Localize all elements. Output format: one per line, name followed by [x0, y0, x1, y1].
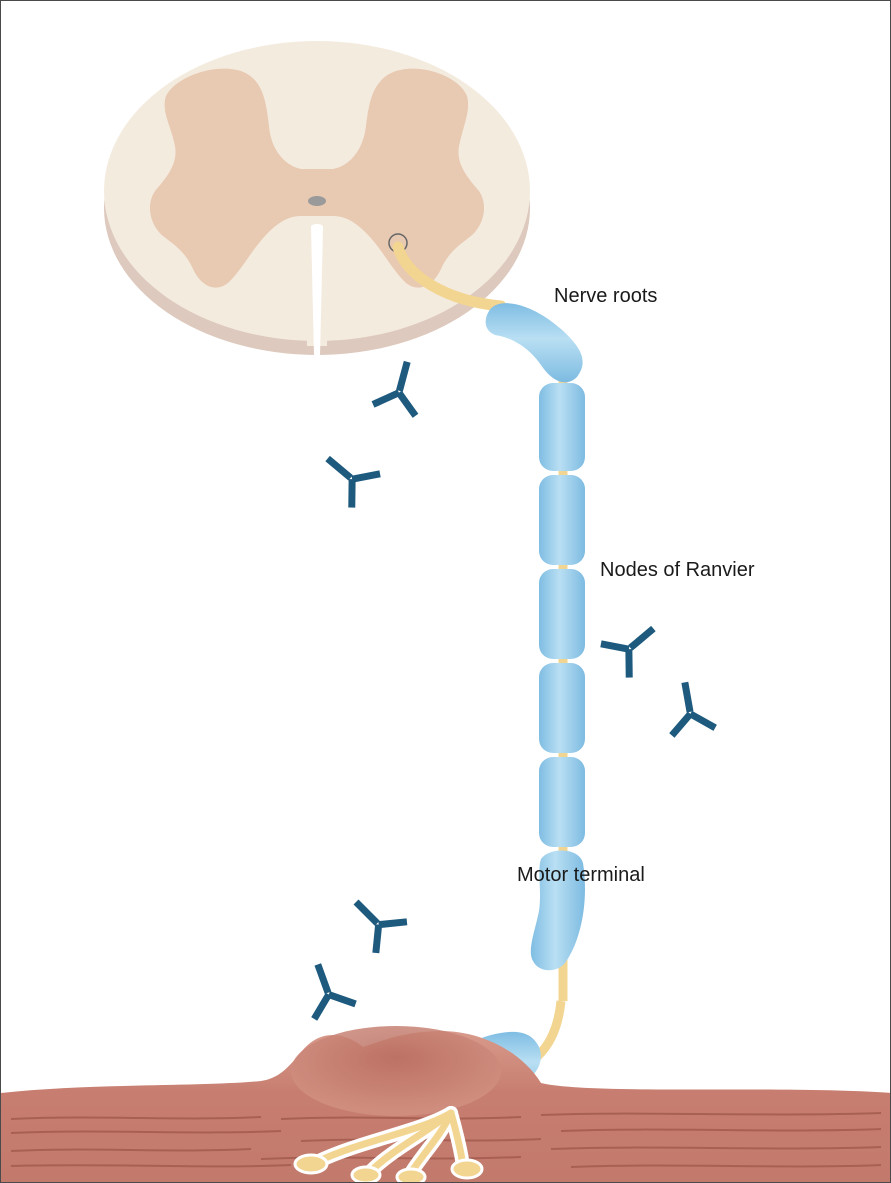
antibody-icon	[601, 612, 668, 678]
antibodies	[297, 356, 715, 1019]
antibody-icon	[373, 356, 428, 416]
antibody-icon	[340, 886, 406, 952]
nodes-of-ranvier-label: Nodes of Ranvier	[600, 559, 755, 582]
antibody-icon	[297, 957, 355, 1019]
spinal-cord-cross-section	[104, 41, 530, 356]
antibody-icon	[663, 679, 715, 736]
axon	[398, 247, 563, 1151]
muscle-fiber	[1, 1026, 891, 1183]
nerve-roots-label: Nerve roots	[554, 285, 657, 308]
antibody-icon	[313, 442, 380, 508]
motor-terminal-label: Motor terminal	[517, 864, 645, 887]
